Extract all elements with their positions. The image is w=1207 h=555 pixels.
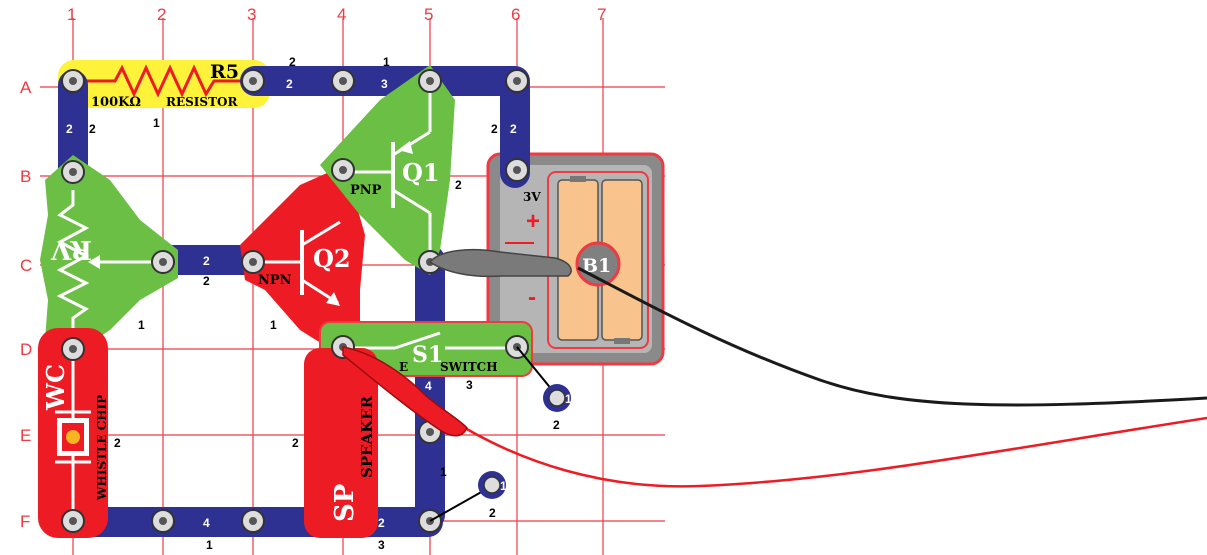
row-label-c: C [20, 256, 32, 275]
snap-label-a34: 2 [286, 77, 293, 91]
level-wc: 2 [114, 436, 121, 450]
speaker-name: SPEAKER [358, 395, 376, 478]
snap-label-c23: 2 [203, 254, 210, 268]
transistor-q1: Q1 PNP [320, 65, 455, 275]
switch-name: SWITCH [440, 360, 498, 374]
variable-resistor-rv: RV [40, 155, 178, 355]
snap-label-ab1: 2 [66, 122, 73, 136]
level-ab6: 2 [491, 122, 498, 136]
level-ab1: 2 [89, 122, 96, 136]
col-label-2: 2 [157, 5, 166, 24]
speaker-sp: SP SPEAKER [304, 348, 378, 538]
row-label-d: D [20, 340, 32, 359]
snap-label-f45: 2 [378, 516, 385, 530]
row-label-a: A [20, 78, 32, 97]
snap-label-ab6: 2 [510, 122, 517, 136]
snap-label-a45: 3 [381, 77, 388, 91]
level-sp: 2 [292, 436, 299, 450]
level-s1: 3 [466, 378, 473, 392]
whistle-name: WHISTLE CHIP [95, 395, 109, 501]
level-e5: 1 [440, 465, 447, 479]
battery-label: B1 [582, 255, 611, 277]
col-label-1: 1 [67, 5, 76, 24]
level-labels: 2 1 2 1 2 2 2 1 1 3 2 2 2 1 2 1 3 [89, 55, 560, 552]
level-r5: 1 [153, 116, 160, 130]
level-a34: 2 [289, 55, 296, 69]
column-labels: 1 2 3 4 5 6 7 [67, 5, 606, 24]
snap-label-f23: 4 [203, 516, 210, 530]
red-jumper-wire [342, 346, 1207, 488]
level-f23: 1 [206, 538, 213, 552]
q1-type: PNP [350, 183, 382, 198]
switch-ref: S1 [412, 342, 443, 368]
battery-minus: - [528, 284, 536, 311]
col-label-7: 7 [597, 5, 606, 24]
row-labels: A B C D E F [20, 78, 32, 531]
single-snap-label-f: 1 [500, 479, 507, 493]
q1-label: Q1 [402, 158, 440, 187]
col-label-3: 3 [247, 5, 256, 24]
single-snap-label-e: 1 [565, 392, 572, 406]
row-label-f: F [20, 512, 30, 531]
level-q1: 2 [455, 178, 462, 192]
level-c23: 2 [203, 274, 210, 288]
level-single-e: 2 [553, 418, 560, 432]
level-a45: 1 [383, 55, 390, 69]
speaker-ref: SP [330, 484, 360, 522]
switch-partial: E [399, 360, 408, 374]
resistor-value: 100KΩ [91, 95, 141, 110]
level-f45: 3 [378, 538, 385, 552]
level-q2: 1 [270, 318, 277, 332]
single-snaps: 1 1 [429, 346, 572, 522]
rv-label: RV [50, 234, 92, 264]
level-rv: 1 [138, 318, 145, 332]
col-label-4: 4 [337, 5, 346, 24]
col-label-5: 5 [424, 5, 433, 24]
whistle-chip-wc: WC WHISTLE CHIP [38, 328, 109, 538]
resistor-name: RESISTOR [166, 95, 238, 109]
col-label-6: 6 [511, 5, 520, 24]
battery-plus: + [526, 208, 540, 235]
row-label-e: E [20, 426, 31, 445]
transistor-q2: Q2 NPN [240, 165, 365, 355]
snap-label-d5: 4 [425, 379, 432, 393]
row-label-b: B [20, 167, 31, 186]
whistle-ref: WC [41, 364, 70, 411]
battery-holder-b1: 3V + - B1 [486, 152, 665, 366]
resistor-r5: R5 100KΩ RESISTOR [58, 60, 270, 110]
battery-voltage: 3V [523, 190, 541, 204]
resistor-ref: R5 [210, 61, 239, 83]
q2-label: Q2 [313, 244, 351, 273]
black-jumper-wire [428, 248, 1207, 407]
q2-type: NPN [258, 273, 292, 288]
level-single-f: 2 [489, 506, 496, 520]
